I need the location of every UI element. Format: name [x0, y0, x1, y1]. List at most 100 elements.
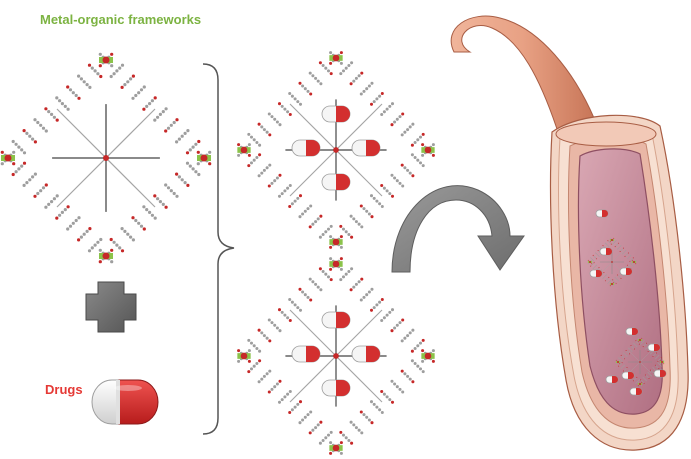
framework-atom [595, 253, 596, 254]
framework-atom [629, 257, 630, 258]
framework-atom [378, 95, 381, 98]
framework-atom [327, 228, 330, 231]
framework-atom [651, 370, 652, 371]
framework-atom [258, 359, 261, 362]
framework-atom [658, 356, 659, 357]
framework-atom [99, 249, 102, 252]
framework-atom [646, 380, 647, 381]
framework-atom [622, 367, 623, 368]
framework-atom [613, 282, 614, 283]
framework-atom [197, 140, 200, 143]
framework-atom [340, 235, 343, 238]
framework-atom [398, 115, 401, 118]
framework-center-node [639, 361, 641, 363]
framework-atom [619, 360, 620, 361]
framework-atom [391, 308, 394, 311]
framework-atom [641, 385, 642, 386]
framework-atom [630, 263, 631, 264]
framework-atom [44, 206, 47, 209]
framework-atom [594, 261, 595, 262]
framework-atom [630, 256, 631, 257]
framework-atom [86, 230, 89, 233]
framework-atom [263, 375, 266, 378]
framework-atom [327, 434, 330, 437]
framework-atom [342, 228, 345, 231]
framework-atom [629, 266, 630, 267]
framework-atom [375, 303, 378, 306]
framework-atom [630, 255, 631, 256]
framework-atom [628, 348, 629, 349]
framework-atom [327, 69, 330, 72]
framework-atom [593, 260, 594, 261]
framework-atom [197, 173, 200, 176]
framework-atom [309, 204, 312, 207]
framework-atom [283, 189, 286, 192]
framework-atom [31, 138, 34, 141]
framework-atom [406, 334, 409, 337]
framework-atom [291, 408, 294, 411]
framework-center-node [103, 155, 109, 161]
framework-atom [599, 256, 600, 257]
framework-atom [638, 380, 639, 381]
framework-atom [619, 365, 620, 366]
framework-atom [255, 362, 258, 365]
framework-atom [613, 285, 614, 286]
framework-atom [317, 423, 320, 426]
framework-atom [421, 143, 424, 146]
framework-atom [632, 265, 633, 266]
framework-atom [237, 154, 240, 157]
framework-atom [616, 278, 617, 279]
framework-atom [414, 347, 417, 350]
framework-atom [153, 194, 156, 197]
framework-atom [373, 197, 376, 200]
framework-atom [151, 214, 154, 217]
framework-metal-node [333, 445, 340, 452]
framework-atom [609, 281, 610, 282]
framework-atom [197, 151, 200, 154]
framework-atom [644, 383, 645, 384]
framework-atom [118, 246, 121, 249]
framework-atom [154, 96, 157, 99]
framework-atom [350, 61, 353, 64]
framework-atom [143, 85, 146, 88]
framework-atom [309, 225, 312, 228]
framework-atom [633, 380, 634, 381]
framework-atom [309, 410, 312, 413]
framework-atom [370, 194, 373, 197]
framework-atom [621, 249, 622, 250]
framework-atom [380, 319, 383, 322]
framework-atom [628, 258, 629, 259]
framework-atom [309, 72, 312, 75]
framework-atom [298, 215, 301, 218]
framework-atom [301, 84, 304, 87]
framework-atom [588, 263, 589, 264]
framework-atom [12, 173, 15, 176]
framework-atom [12, 140, 15, 143]
framework-atom [619, 247, 620, 248]
framework-atom [91, 67, 94, 70]
framework-atom [635, 260, 636, 261]
framework-atom [34, 140, 37, 143]
framework-atom [411, 144, 414, 147]
framework-atom [642, 381, 643, 382]
framework-atom [306, 207, 309, 210]
framework-atom [627, 253, 628, 254]
framework-atom [110, 238, 113, 241]
framework-atom [370, 82, 373, 85]
framework-atom [184, 132, 187, 135]
framework-atom [375, 406, 378, 409]
framework-atom [12, 151, 15, 154]
framework-atom [421, 349, 424, 352]
framework-atom [64, 208, 67, 211]
framework-atom [347, 233, 350, 236]
framework-atom [362, 207, 365, 210]
framework-atom [368, 212, 371, 215]
framework-atom [96, 72, 99, 75]
framework-atom [250, 367, 253, 370]
framework-atom [594, 256, 595, 257]
framework-atom [643, 382, 644, 383]
framework-atom [626, 355, 627, 356]
framework-atom [311, 280, 314, 283]
framework-atom [289, 113, 292, 116]
framework-atom [596, 265, 597, 266]
